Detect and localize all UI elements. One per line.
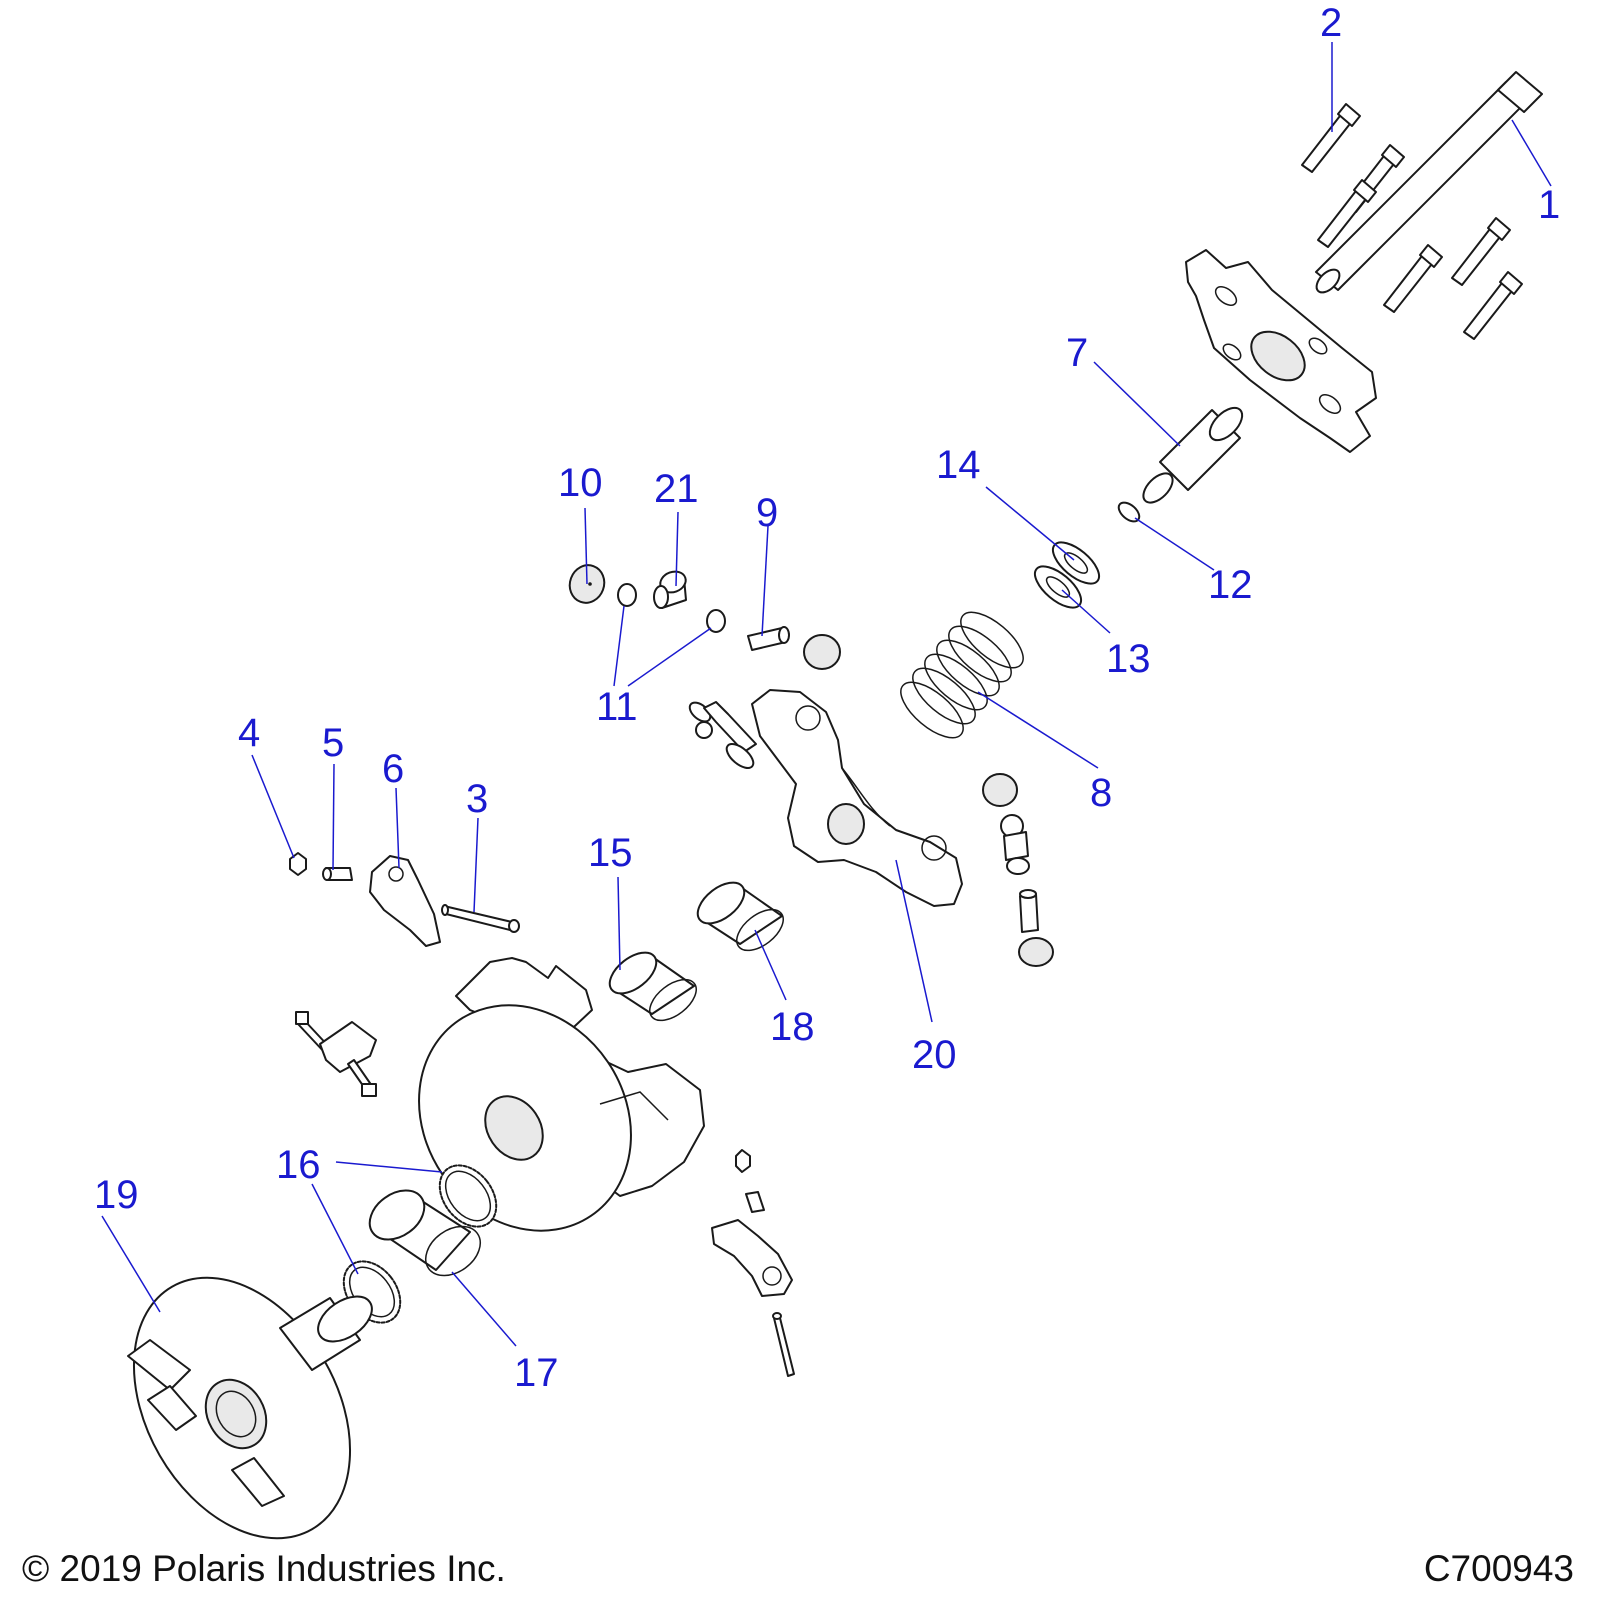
callout-11: 11	[596, 685, 638, 729]
part-7-sleeve	[1142, 406, 1244, 504]
callout-1: 1	[1538, 183, 1560, 227]
callout-15: 15	[588, 831, 633, 875]
leader-lines	[101, 42, 1552, 1347]
callout-9: 9	[756, 491, 778, 535]
callout-20: 20	[912, 1033, 957, 1077]
callout-13: 13	[1106, 637, 1151, 681]
roller-button	[803, 634, 841, 670]
part-15-bushing	[608, 951, 697, 1022]
part-13-14-washers	[1033, 541, 1101, 609]
callout-18: 18	[770, 1005, 815, 1049]
part-3-pin	[441, 904, 520, 933]
callout-21: 21	[654, 467, 699, 511]
drawing-number: C700943	[1423, 1548, 1574, 1589]
callout-5: 5	[322, 721, 344, 765]
roller-pin-assembly	[688, 701, 757, 769]
callout-2: 2	[1320, 1, 1342, 45]
button-stack	[982, 773, 1054, 967]
part-19-fixed-sheave	[127, 1276, 373, 1540]
callout-4: 4	[238, 711, 260, 755]
callout-6: 6	[382, 747, 404, 791]
callout-19: 19	[94, 1173, 139, 1217]
part-9-pin	[747, 626, 790, 651]
part-11-ring-a	[617, 583, 637, 607]
part-17-bushing	[368, 1189, 481, 1277]
part-20-spider-arm	[751, 689, 963, 907]
part-4-nut	[289, 852, 307, 876]
callout-14: 14	[936, 443, 981, 487]
callout-7: 7	[1066, 331, 1088, 375]
callout-16: 16	[276, 1143, 321, 1187]
callout-numbers: 1 2 3 4 5 6 7 8 9 10 11 12 13 14 15 16 1…	[94, 1, 1560, 1395]
callout-12: 12	[1208, 563, 1253, 607]
part-18-bushing	[696, 881, 784, 952]
part-6-weight	[369, 855, 441, 947]
spider-cover-plate	[1185, 249, 1377, 453]
part-8-spring	[900, 611, 1024, 739]
callout-10: 10	[558, 461, 603, 505]
callout-3: 3	[466, 777, 488, 821]
part-2-bolts	[1301, 103, 1523, 340]
part-11-ring-b	[706, 609, 726, 633]
callout-8: 8	[1090, 771, 1112, 815]
callout-17: 17	[514, 1351, 559, 1395]
second-weight-assembly	[711, 1149, 795, 1377]
part-21-bushing	[653, 570, 687, 609]
part-5-pin	[322, 867, 353, 881]
copyright-notice: © 2019 Polaris Industries Inc.	[22, 1548, 506, 1589]
part-1-long-bolt	[1315, 71, 1543, 294]
bracket-bolt-assembly	[295, 1011, 377, 1097]
